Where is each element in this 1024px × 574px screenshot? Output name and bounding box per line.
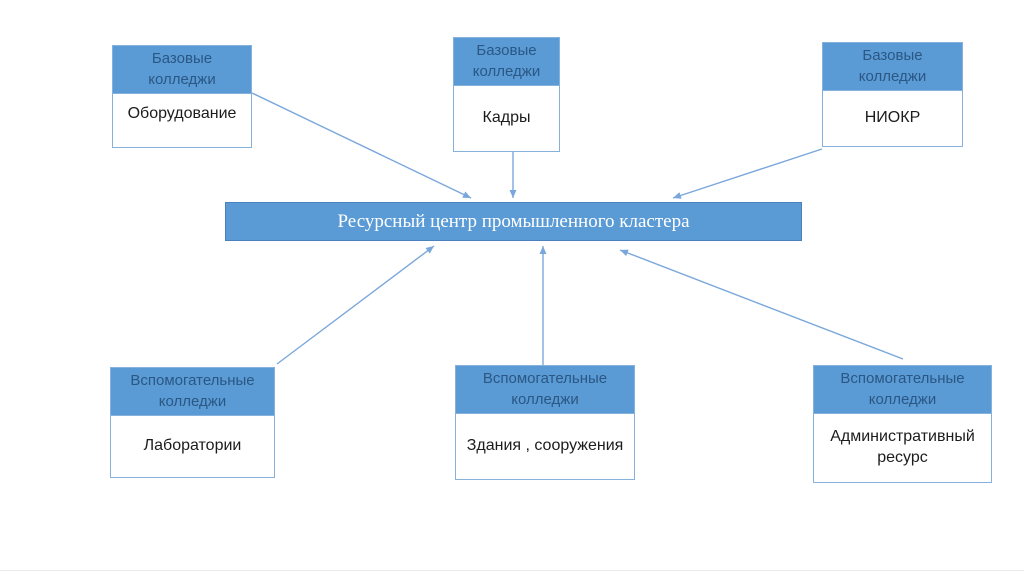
- node-header: Базовые колледжи: [823, 43, 962, 92]
- node-header: Базовые колледжи: [113, 46, 251, 95]
- node-aux-colleges-buildings: Вспомогательные колледжи Здания , сооруж…: [455, 365, 635, 480]
- node-body: Административный ресурс: [830, 428, 975, 467]
- arrow-labs-to-center: [276, 245, 435, 365]
- node-header: Базовые колледжи: [454, 38, 559, 87]
- node-base-colleges-rnd: Базовые колледжи НИОКР: [822, 42, 963, 147]
- center-bar-resource-center: Ресурсный центр промышленного кластера: [225, 202, 802, 241]
- node-header: Вспомогательные колледжи: [456, 366, 634, 415]
- node-body: Оборудование: [127, 105, 237, 123]
- node-header: Вспомогательные колледжи: [111, 368, 274, 417]
- node-base-colleges-equipment: Базовые колледжи Оборудование: [112, 45, 252, 148]
- node-body: НИОКР: [864, 109, 921, 127]
- arrow-equipment-to-center: [251, 92, 472, 199]
- node-header: Вспомогательные колледжи: [814, 366, 991, 415]
- arrow-rnd-to-center: [672, 148, 823, 199]
- node-aux-colleges-labs: Вспомогательные колледжи Лаборатории: [110, 367, 275, 478]
- slide-bottom-divider: [0, 570, 1024, 571]
- node-body: Лаборатории: [143, 437, 242, 455]
- node-base-colleges-personnel: Базовые колледжи Кадры: [453, 37, 560, 152]
- node-body: Здания , сооружения: [466, 437, 624, 455]
- node-aux-colleges-admin: Вспомогательные колледжи Административны…: [813, 365, 992, 483]
- arrow-admin-to-center: [619, 249, 904, 360]
- node-body: Кадры: [482, 109, 531, 127]
